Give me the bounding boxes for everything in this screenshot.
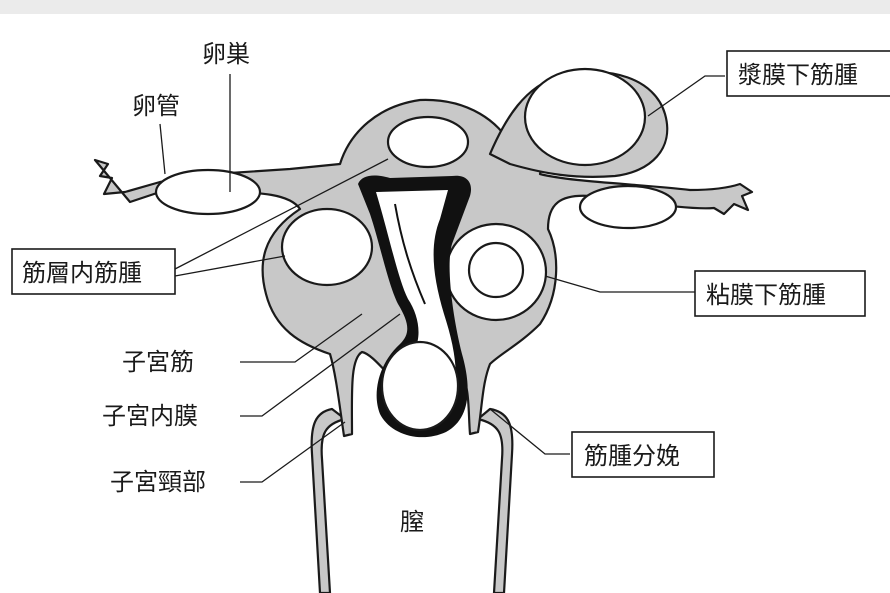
leader-endometrium	[240, 313, 401, 417]
intramural-myoma	[280, 207, 374, 287]
submucosal-myoma-inner	[467, 241, 525, 299]
cervix-label: 子宮頸部	[110, 468, 206, 496]
leader-subserosal	[647, 75, 725, 117]
vagina-label: 膣	[400, 508, 424, 536]
leader-myometrium	[240, 313, 363, 363]
left-ovary	[154, 168, 262, 216]
myoma-delivery-label: 筋腫分娩	[584, 442, 680, 470]
submucosal-myoma-label: 粘膜下筋腫	[706, 281, 826, 309]
vagina-right-wall	[476, 407, 514, 593]
leader-cervix	[240, 421, 346, 483]
myometrium-label: 子宮筋	[122, 348, 194, 376]
right-ovary	[578, 184, 678, 230]
fallopian-tube-label: 卵管	[132, 92, 180, 120]
leader-fallopian-tube	[159, 123, 166, 175]
intramural-myoma-label: 筋層内筋腫	[22, 259, 142, 287]
leader-myoma-delivery	[489, 408, 570, 455]
intramural-label-box	[11, 248, 176, 295]
subserosal-myoma	[523, 67, 647, 167]
vagina-left-wall	[310, 407, 347, 593]
leader-submucosal	[544, 275, 695, 293]
subserosal-label-box	[726, 50, 890, 97]
subserosal-myoma-label: 漿膜下筋腫	[738, 61, 858, 89]
endometrium-label: 子宮内膜	[102, 402, 198, 430]
uterine-myoma-diagram: 卵巣 卵管 漿膜下筋腫 筋層内筋腫 粘膜下筋腫 子宮筋 子宮内膜 子宮頸部 筋腫…	[11, 40, 890, 593]
ovary-label: 卵巣	[202, 40, 250, 68]
leader-intramural-1	[174, 158, 389, 270]
myoma-delivery-label-box	[571, 431, 715, 478]
top-intramural-myoma	[386, 115, 470, 169]
delivered-myoma	[380, 340, 460, 432]
diagram-canvas: 卵巣 卵管 漿膜下筋腫 筋層内筋腫 粘膜下筋腫 子宮筋 子宮内膜 子宮頸部 筋腫…	[0, 14, 890, 593]
submucosal-label-box	[694, 270, 866, 317]
leader-intramural-2	[174, 255, 286, 277]
cavity-slit	[394, 203, 426, 305]
